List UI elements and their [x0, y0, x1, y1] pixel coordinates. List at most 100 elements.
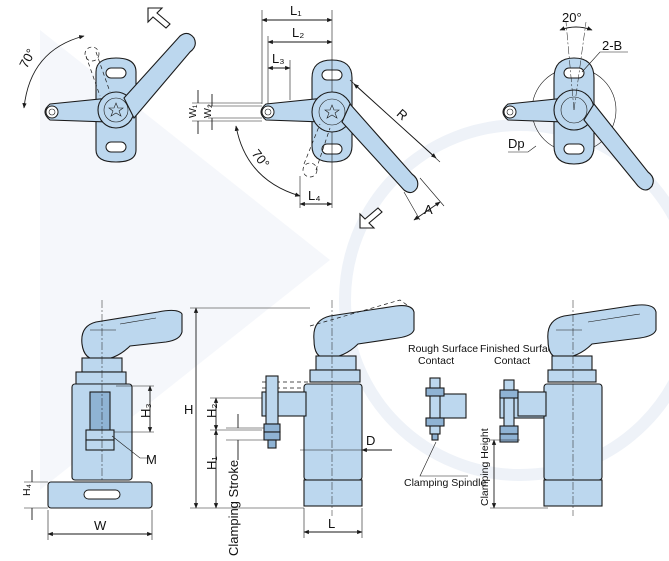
label-w1: W₁: [187, 104, 199, 118]
label-20: 20°: [562, 10, 582, 25]
star-mark: [108, 102, 124, 117]
nut: [425, 417, 445, 427]
lever-handle: [313, 305, 415, 359]
label-clamping-stroke: Clamping Stroke: [226, 460, 241, 556]
collar: [75, 371, 127, 385]
handle-detail: [556, 313, 641, 331]
label-w2: W₂: [202, 104, 214, 118]
slot-hole: [105, 141, 127, 153]
rotation-arrow-icon: [359, 207, 383, 229]
ext-line: [24, 481, 48, 509]
label-m: M: [146, 452, 157, 467]
angle-line: [565, 21, 587, 111]
nut: [499, 425, 519, 435]
label-dp: Dp: [508, 136, 525, 151]
spindle-thread: [48, 108, 56, 116]
label-2b: 2-B: [602, 38, 622, 53]
ext-line: [192, 102, 262, 122]
hub-ring: [560, 96, 588, 124]
ext-line: [226, 427, 264, 441]
star-mark: [324, 104, 340, 119]
slot-hole: [105, 67, 127, 79]
label-finished-2: Contact: [494, 355, 530, 367]
ghost-spindle: [302, 162, 318, 178]
label-rough-1: Rough Surface: [408, 343, 478, 355]
ghost-spindle: [84, 46, 100, 62]
label-finished-1: Finished Surface: [480, 343, 559, 355]
nut: [263, 431, 281, 441]
label-a: A: [424, 202, 433, 217]
label-d: D: [366, 433, 375, 448]
ghost-arm: [85, 51, 111, 97]
nut: [263, 423, 281, 433]
collar: [309, 369, 361, 383]
lever-handle: [123, 32, 196, 119]
hub-ring: [318, 98, 346, 126]
nut: [499, 389, 519, 399]
hub-ring: [103, 97, 129, 123]
collar: [315, 355, 357, 371]
angle-label: 70°: [16, 46, 38, 70]
leader-spindle: [419, 441, 468, 477]
ext-line: [210, 397, 262, 431]
clamp-arm: [517, 391, 547, 417]
nut: [425, 387, 445, 397]
watermark-ring: [339, 119, 669, 481]
side-view-left: H₃ M H₄ W: [21, 300, 183, 540]
angle-arc: [234, 125, 301, 197]
base-block: [303, 479, 363, 507]
angle-arc: [559, 26, 593, 31]
nut: [85, 429, 115, 441]
leader-dp: [508, 145, 537, 153]
slot-hole: [563, 67, 585, 79]
label-l1: L₁: [290, 3, 302, 18]
label-clamping-height: Clamping Height: [479, 428, 491, 506]
leader-m: [111, 435, 150, 459]
label-h: H: [184, 402, 193, 417]
label-clamping-spindle: Clamping Spindle: [404, 477, 486, 489]
leader-2b: [581, 51, 628, 73]
label-h2: H₂: [204, 404, 219, 418]
lever-handle: [583, 103, 654, 191]
label-h4: H₄: [21, 484, 33, 496]
ghost-arm: [303, 123, 331, 171]
nut: [85, 439, 115, 451]
spindle-thread: [264, 108, 272, 116]
slot-hole: [83, 489, 121, 500]
collar: [551, 355, 593, 371]
label-w: W: [94, 518, 107, 533]
label-l: L: [328, 516, 335, 531]
detail-rough-surface: Rough Surface Contact Clamping Spindle: [404, 343, 486, 489]
collar: [547, 369, 597, 383]
top-view-right: 20° 2-B Dp: [502, 10, 654, 191]
nut: [499, 433, 519, 443]
dim-r-line: [353, 83, 437, 159]
dim-a: [413, 201, 441, 221]
clamp-body: [303, 383, 363, 481]
detail-finished-surface: Finished Surface Contact Clamping Height: [479, 343, 559, 509]
top-view-middle: L₁ L₂ L₃ W₁ W₂ 70° L₄ R A: [187, 3, 445, 229]
side-view-middle: H H₂ H₁ Clamping Stroke D L: [184, 299, 415, 556]
handle-detail: [90, 317, 157, 331]
label-h1: H₁: [204, 456, 219, 470]
clamp-arm: [502, 97, 567, 123]
label-rough-2: Contact: [418, 355, 454, 367]
spindle-tip: [431, 433, 439, 441]
spindle-head: [503, 105, 517, 119]
ext-line: [114, 385, 154, 433]
rotation-arrow-icon: [147, 7, 171, 29]
lever-handle: [341, 102, 419, 194]
spindle-head: [45, 105, 59, 119]
ext-line: [190, 307, 310, 509]
angle-arc: [22, 35, 85, 109]
label-l2: L₂: [292, 25, 304, 40]
spindle-head: [261, 105, 275, 119]
side-view-right: [517, 300, 657, 516]
label-l4: L₄: [308, 188, 321, 203]
lever-handle: [547, 304, 657, 359]
spindle-thread: [506, 108, 514, 116]
angle-label: 70°: [249, 146, 273, 171]
spindle: [265, 375, 279, 425]
